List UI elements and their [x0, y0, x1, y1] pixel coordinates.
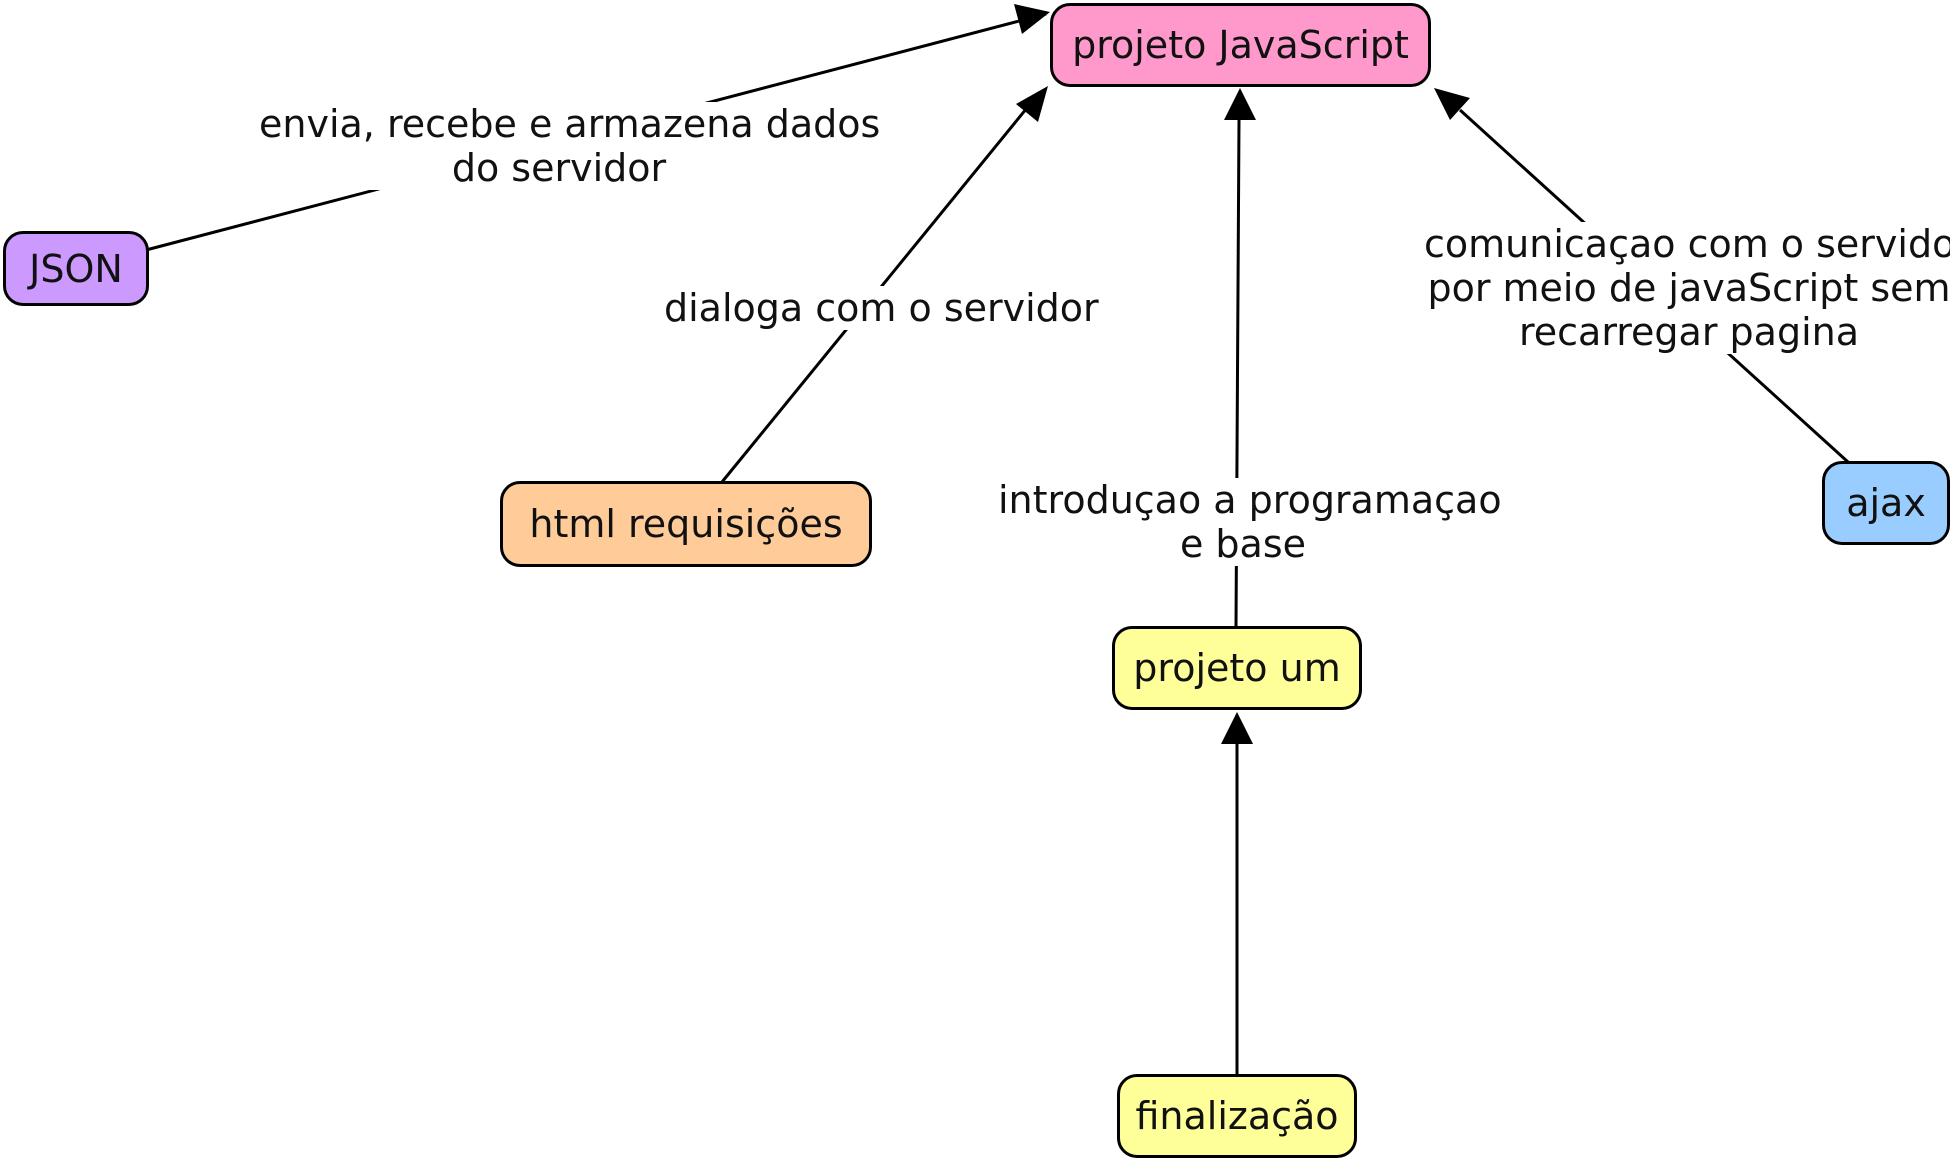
edge-label-line: dialoga com o servidor	[664, 286, 1099, 330]
arrowhead-html-to-javascript	[1016, 86, 1048, 122]
edge-label-line: introduçao a programaçao	[998, 478, 1502, 522]
arrowhead-ajax-to-javascript	[1434, 88, 1470, 120]
node-label: finalização	[1135, 1094, 1339, 1138]
edge-label-line: e base	[1179, 522, 1307, 566]
edge-label-ajax-to-javascript: comunicaçao com o servidor por meio de j…	[1420, 222, 1950, 354]
node-json[interactable]: JSON	[3, 231, 149, 306]
node-label: JSON	[29, 246, 123, 291]
node-label: projeto JavaScript	[1072, 23, 1409, 67]
node-label: projeto um	[1133, 646, 1341, 690]
edge-label-projeto-um-to-javascript: introduçao a programaçao e base	[994, 478, 1502, 566]
node-html-requisicoes[interactable]: html requisições	[500, 481, 872, 567]
node-projeto-javascript[interactable]: projeto JavaScript	[1050, 3, 1431, 87]
arrowhead-projeto-um-to-javascript	[1224, 88, 1256, 120]
node-ajax[interactable]: ajax	[1822, 461, 1950, 545]
node-label: html requisições	[529, 502, 843, 546]
edge-label-line: comunicaçao com o servidor	[1424, 222, 1950, 266]
arrowhead-finalizacao-to-projeto-um	[1221, 712, 1253, 744]
node-finalizacao[interactable]: finalização	[1117, 1074, 1357, 1158]
edge-label-html-to-javascript: dialoga com o servidor	[660, 286, 1099, 330]
edge-label-line: recarregar pagina	[1518, 310, 1860, 354]
arrowhead-json-to-javascript	[1014, 4, 1050, 34]
edge-label-line: do servidor	[451, 146, 667, 190]
edge-label-json-to-javascript: envia, recebe e armazena dados do servid…	[255, 102, 881, 190]
node-label: ajax	[1846, 481, 1926, 525]
edge-label-line: envia, recebe e armazena dados	[259, 102, 881, 146]
edge-label-line: por meio de javaScript sem	[1427, 266, 1950, 310]
node-projeto-um[interactable]: projeto um	[1112, 626, 1362, 710]
